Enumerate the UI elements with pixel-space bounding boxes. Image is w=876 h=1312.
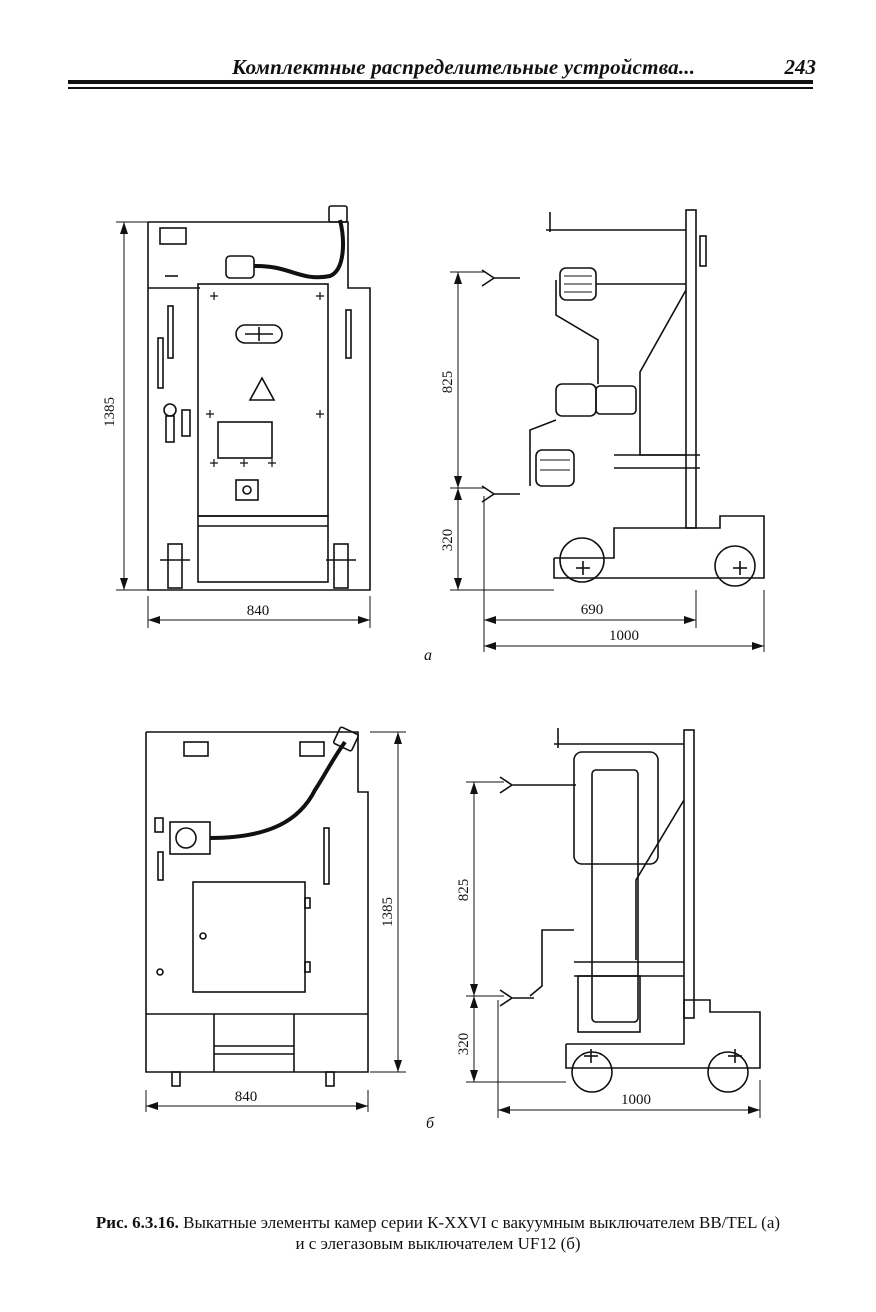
dim-b-side-1000: 1000	[621, 1092, 651, 1108]
dim-a-front-height: 1385	[102, 397, 118, 427]
dim-a-side-825: 825	[440, 371, 456, 394]
dim-a-front-width: 840	[247, 603, 270, 619]
dim-a-side-690: 690	[581, 602, 604, 618]
dim-b-side-825: 825	[456, 879, 472, 902]
subfigure-label-b: б	[426, 1115, 435, 1132]
drawing-a-side-view	[450, 210, 764, 652]
drawing-b-front-view	[146, 727, 406, 1112]
caption-line-1: Рис. 6.3.16. Выкатные элементы камер сер…	[40, 1212, 836, 1233]
drawing-b-side-view	[466, 728, 760, 1118]
dim-b-front-width: 840	[235, 1089, 258, 1105]
caption-line-2: и с элегазовым выключателем UF12 (б)	[40, 1233, 836, 1254]
drawing-a-front-view	[116, 206, 370, 628]
caption-label: Рис. 6.3.16.	[96, 1213, 179, 1232]
dim-a-side-1000: 1000	[609, 628, 639, 644]
subfigure-label-a: а	[424, 647, 432, 664]
dim-b-front-height: 1385	[380, 897, 396, 927]
dim-a-side-320: 320	[440, 529, 456, 552]
figure-caption: Рис. 6.3.16. Выкатные элементы камер сер…	[40, 1212, 836, 1254]
caption-text-1: Выкатные элементы камер серии К-XXVI с в…	[183, 1213, 780, 1232]
dim-b-side-320: 320	[456, 1033, 472, 1056]
